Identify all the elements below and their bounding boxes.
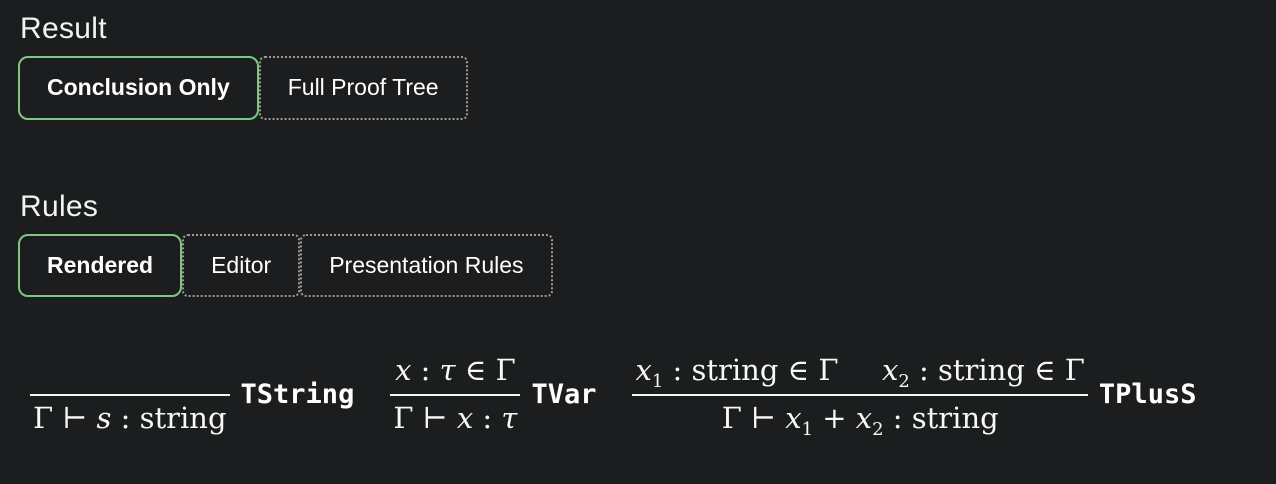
rule-name: TString xyxy=(240,378,355,410)
rule-conclusion: Γ ⊢ s : string xyxy=(33,401,227,436)
rule-premises: x1 : string ∈ Γ x2 : string ∈ Γ xyxy=(632,353,1087,392)
math-variable: x xyxy=(395,353,412,388)
rule-name: TPlusS xyxy=(1098,378,1197,410)
fraction-line xyxy=(390,394,521,397)
fraction-line xyxy=(632,394,1088,397)
rule-premises xyxy=(127,353,133,389)
rule-premise: x1 : string ∈ Γ xyxy=(635,353,839,392)
toggle-presentation-rules[interactable]: Presentation Rules xyxy=(300,233,553,298)
rules-section-title: Rules xyxy=(20,189,99,223)
rule-premises: x : τ ∈ Γ xyxy=(392,353,519,389)
result-view-toggle-group: Conclusion Only Full Proof Tree xyxy=(18,56,468,120)
toggle-editor[interactable]: Editor xyxy=(182,233,301,298)
rules-view-toggle-group: Rendered Editor Presentation Rules xyxy=(18,233,553,298)
math-subscript: 1 xyxy=(651,370,664,392)
math-variable: x xyxy=(635,353,652,388)
inference-rule-tstring: Γ ⊢ s : string TString xyxy=(30,353,354,435)
rule-premise: x : τ ∈ Γ xyxy=(395,353,516,388)
math-variable: x xyxy=(785,401,802,436)
rule-fraction: x1 : string ∈ Γ x2 : string ∈ Γ Γ ⊢ x1 + … xyxy=(632,353,1088,441)
math-variable: τ xyxy=(501,401,518,436)
inference-rule-tpluss: x1 : string ∈ Γ x2 : string ∈ Γ Γ ⊢ x1 + … xyxy=(632,353,1197,441)
results-rules-panel: Result Conclusion Only Full Proof Tree R… xyxy=(18,12,1276,441)
math-variable: x xyxy=(456,401,474,436)
result-section: Result Conclusion Only Full Proof Tree xyxy=(18,12,1276,120)
inference-rule-tvar: x : τ ∈ Γ Γ ⊢ x : τ TVar xyxy=(390,353,596,435)
rules-section: Rules Rendered Editor Presentation Rules xyxy=(18,190,1276,298)
toggle-rendered[interactable]: Rendered xyxy=(18,233,183,298)
rule-name: TVar xyxy=(531,378,597,410)
math-variable: τ xyxy=(439,353,456,388)
toggle-full-proof-tree[interactable]: Full Proof Tree xyxy=(258,56,468,120)
rendered-rules-display: Γ ⊢ s : string TString x : τ ∈ Γ Γ ⊢ x :… xyxy=(18,353,1276,441)
result-section-title: Result xyxy=(20,12,107,45)
math-subscript: 1 xyxy=(801,419,813,441)
rule-conclusion: Γ ⊢ x1 + x2 : string xyxy=(721,401,999,441)
rule-fraction: Γ ⊢ s : string xyxy=(30,353,230,435)
fraction-line xyxy=(30,394,230,397)
rule-conclusion: Γ ⊢ x : τ xyxy=(393,401,518,436)
math-variable: s xyxy=(96,401,112,436)
rule-premise: x2 : string ∈ Γ xyxy=(881,353,1085,392)
math-variable: x xyxy=(855,401,873,436)
math-subscript: 2 xyxy=(872,419,884,441)
math-variable: x xyxy=(881,353,899,388)
toggle-conclusion-only[interactable]: Conclusion Only xyxy=(18,56,259,120)
rule-fraction: x : τ ∈ Γ Γ ⊢ x : τ xyxy=(390,353,521,436)
math-subscript: 2 xyxy=(898,370,910,392)
